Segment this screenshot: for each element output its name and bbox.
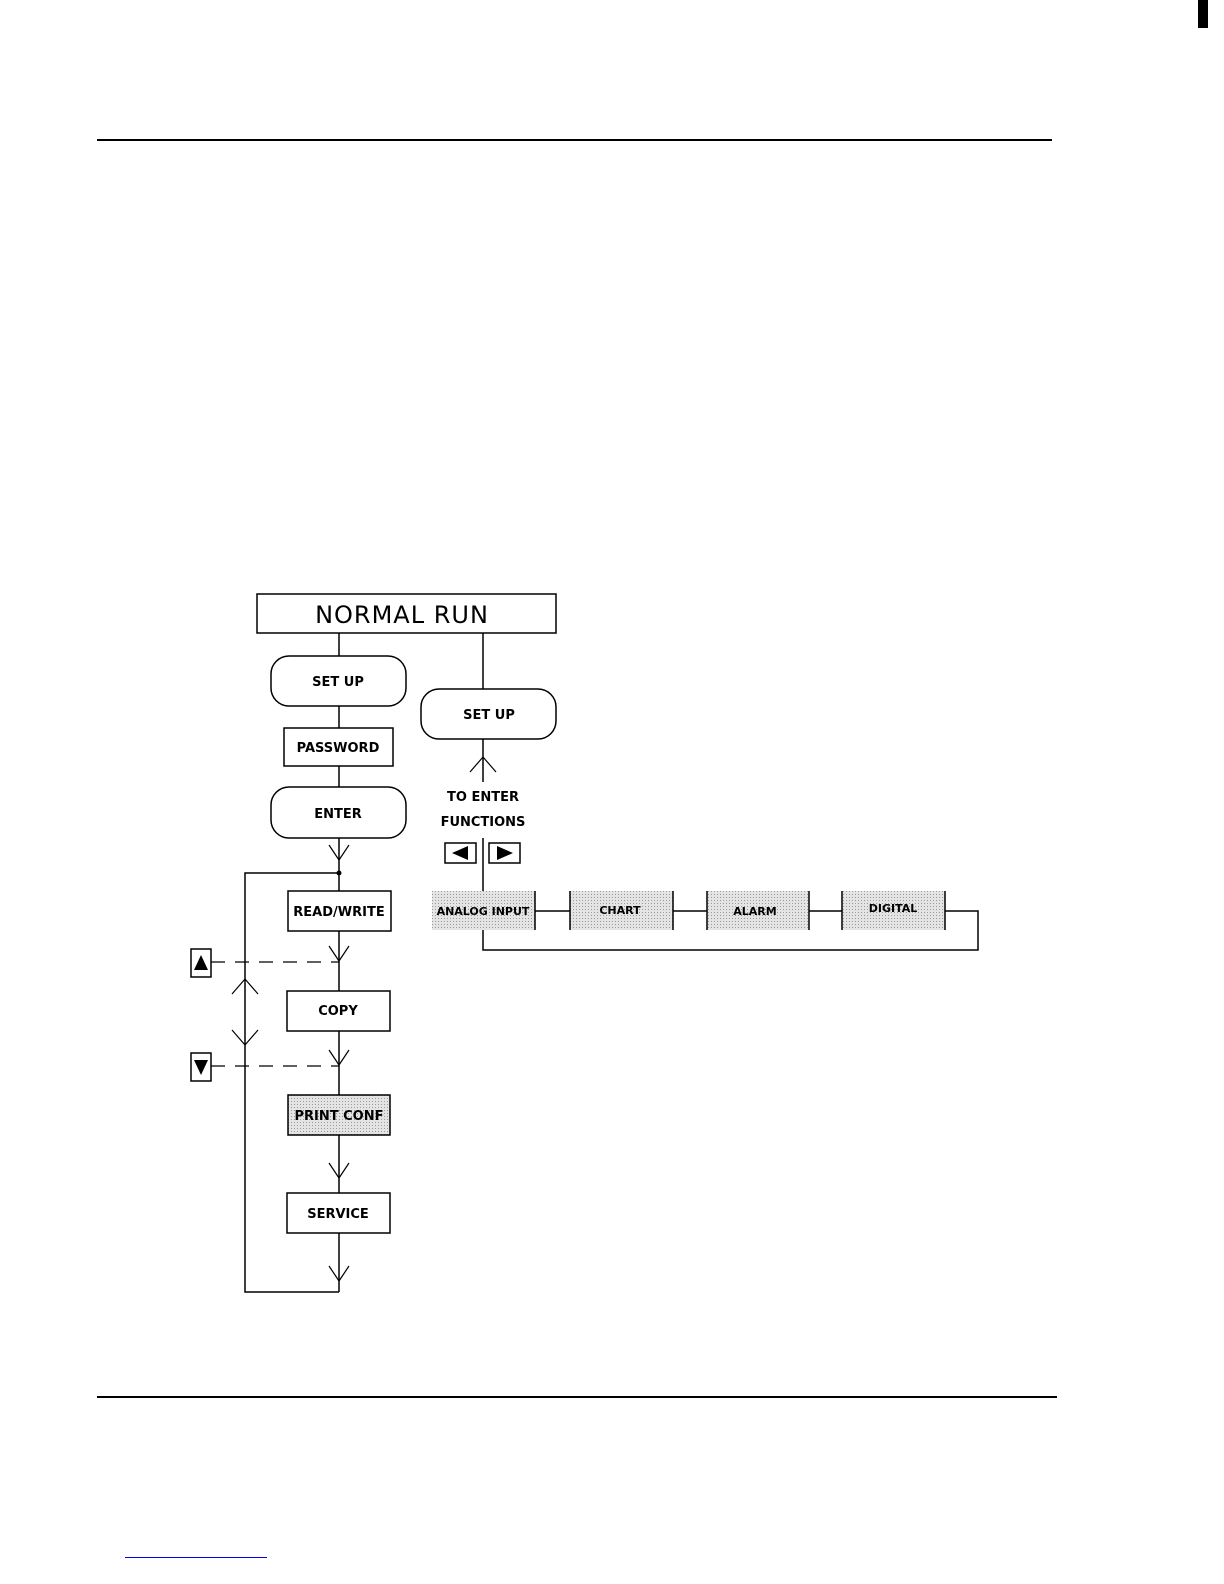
enter-button[interactable]: ENTER — [271, 787, 406, 838]
print-conf-box[interactable]: PRINT CONF — [288, 1095, 390, 1135]
alarm-box[interactable]: ALARM — [707, 891, 809, 930]
alarm-label: ALARM — [733, 905, 776, 918]
right-arrow-key-icon[interactable] — [489, 843, 520, 863]
copy-label: COPY — [318, 1004, 358, 1019]
service-label: SERVICE — [307, 1207, 369, 1222]
left-setup-label: SET UP — [312, 675, 364, 690]
functions-text: FUNCTIONS — [441, 815, 526, 830]
read-write-box[interactable]: READ/WRITE — [288, 891, 391, 931]
digital-label: DIGITAL — [869, 902, 918, 915]
read-write-label: READ/WRITE — [293, 905, 384, 920]
down-arrow-key-icon[interactable] — [191, 1053, 211, 1081]
up-arrow-key-icon[interactable] — [191, 949, 211, 977]
right-setup-button[interactable]: SET UP — [421, 689, 556, 739]
service-box[interactable]: SERVICE — [287, 1193, 390, 1233]
right-setup-label: SET UP — [463, 708, 515, 723]
password-label: PASSWORD — [297, 741, 380, 756]
copy-box[interactable]: COPY — [287, 991, 390, 1031]
analog-input-box[interactable]: ANALOG INPUT — [432, 891, 535, 930]
left-setup-button[interactable]: SET UP — [271, 656, 406, 706]
print-conf-label: PRINT CONF — [294, 1109, 383, 1124]
normal-run-box: NORMAL RUN — [257, 594, 556, 633]
analog-input-label: ANALOG INPUT — [437, 905, 530, 918]
password-box[interactable]: PASSWORD — [284, 728, 393, 766]
junction-dot — [337, 871, 342, 876]
left-arrow-key-icon[interactable] — [445, 843, 476, 863]
normal-run-label: NORMAL RUN — [315, 601, 489, 629]
enter-label: ENTER — [314, 807, 362, 822]
chart-label: CHART — [599, 904, 641, 917]
digital-box[interactable]: DIGITAL — [842, 891, 945, 930]
to-enter-text: TO ENTER — [447, 790, 519, 805]
chart-box[interactable]: CHART — [570, 891, 673, 930]
